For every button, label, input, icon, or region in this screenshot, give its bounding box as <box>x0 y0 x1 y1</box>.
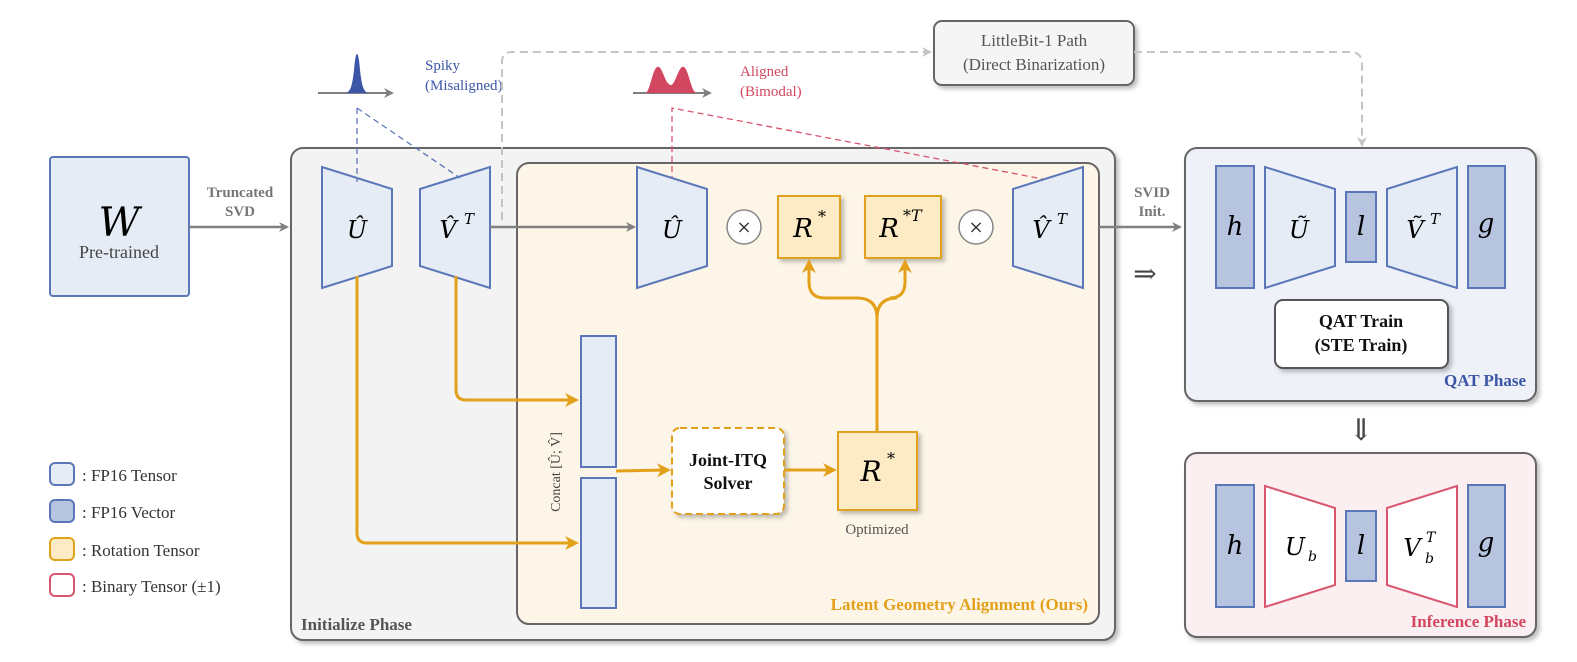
multiply-operator-2: × <box>958 209 994 245</box>
init-v-hat-label: V̂ <box>439 216 459 244</box>
qat-v-tilde-sup: T <box>1430 210 1441 228</box>
spiky-label-line2: (Misaligned) <box>425 78 502 94</box>
solver-line2: Solver <box>704 473 753 493</box>
qat-h-vector: h <box>1215 165 1255 289</box>
joint-itq-solver-box: Joint-ITQ Solver <box>671 427 785 515</box>
latent-v-hat-tensor: V̂ T <box>1012 165 1084 290</box>
littlebit-path-arrow-in <box>501 47 932 220</box>
inference-v-label: V <box>1403 534 1423 562</box>
r-star-symbol: R <box>792 214 813 244</box>
legend-label-fp16-tensor: : FP16 Tensor <box>82 466 177 485</box>
latent-u-hat-tensor: Û <box>636 165 708 290</box>
inference-h-label: h <box>1227 531 1244 561</box>
qat-phase-label: QAT Phase <box>1444 371 1526 390</box>
init-u-hat-label: Û <box>347 215 368 244</box>
qat-h-label: h <box>1227 212 1244 242</box>
littlebit-path-line2: (Direct Binarization) <box>963 55 1105 74</box>
optimized-r-star-symbol: R <box>859 455 881 488</box>
qat-g-vector: g <box>1467 165 1506 289</box>
optimized-label: Optimized <box>845 522 909 538</box>
implies-symbol: ⇒ <box>1133 257 1156 290</box>
optimized-r-star-sup: * <box>887 449 895 468</box>
inference-g-label: g <box>1478 528 1495 558</box>
qat-u-tilde-tensor: Ũ <box>1264 165 1336 290</box>
concat-top-block <box>580 335 617 468</box>
qat-train-line1: QAT Train <box>1319 311 1403 331</box>
truncated-svd-line2: SVD <box>225 204 255 220</box>
pretrained-symbol: W <box>98 200 142 246</box>
v-to-concat-arrow <box>454 276 579 407</box>
r-star-transpose-rotation: R *T <box>864 195 942 259</box>
init-u-hat-tensor: Û <box>321 165 393 290</box>
latent-u-hat-label: Û <box>662 215 683 244</box>
init-v-hat-tensor: V̂ T <box>419 165 491 290</box>
inference-v-sub: b <box>1425 551 1434 567</box>
inference-l-label: l <box>1357 531 1365 561</box>
inference-u-binary-tensor: U b <box>1264 484 1336 609</box>
concat-label: Concat [Û; V̂] <box>547 432 564 512</box>
inference-v-binary-tensor: V T b <box>1386 484 1458 609</box>
legend-item-fp16-tensor: : FP16 Tensor <box>49 462 177 486</box>
aligned-links <box>671 107 1049 182</box>
concat-to-solver-arrow <box>615 463 671 478</box>
optimized-to-r-star-arrow <box>802 259 879 432</box>
qat-v-tilde-tensor: Ṽ T <box>1386 165 1458 290</box>
legend-item-binary-tensor: : Binary Tensor (±1) <box>49 573 221 597</box>
optimized-to-r-star-t-arrow <box>875 259 912 319</box>
qat-u-tilde-label: Ũ <box>1289 214 1310 244</box>
latent-alignment-label: Latent Geometry Alignment (Ours) <box>831 595 1088 614</box>
qat-l-label: l <box>1357 212 1365 242</box>
spiky-distribution-plot <box>318 54 394 98</box>
init-v-hat-sup: T <box>464 210 475 228</box>
multiply-operator-1: × <box>726 209 762 245</box>
concat-bottom-block <box>580 477 617 609</box>
qat-g-label: g <box>1478 209 1495 239</box>
solver-line1: Joint-ITQ <box>689 450 767 470</box>
pretrained-weight-block: W Pre-trained <box>49 156 190 297</box>
optimized-r-star: R * <box>837 431 918 511</box>
svid-init-line1: SVID <box>1134 185 1170 201</box>
littlebit-path-box: LittleBit-1 Path (Direct Binarization) <box>933 20 1135 86</box>
r-star-t-symbol: R <box>878 214 899 244</box>
aligned-label-line1: Aligned <box>740 64 789 80</box>
pretrained-label: Pre-trained <box>79 242 159 262</box>
legend-item-fp16-vector: : FP16 Vector <box>49 499 176 523</box>
spiky-label-line1: Spiky <box>425 58 461 74</box>
inference-v-sup: T <box>1426 530 1437 546</box>
r-star-t-sup: *T <box>903 206 923 225</box>
inference-g-vector: g <box>1467 484 1506 608</box>
legend: : FP16 Tensor : FP16 Vector : Rotation T… <box>49 462 221 597</box>
initialize-phase-label: Initialize Phase <box>301 615 412 634</box>
multiply-symbol-2: × <box>968 217 983 238</box>
legend-label-binary-tensor: : Binary Tensor (±1) <box>82 577 221 596</box>
qat-l-vector: l <box>1345 191 1377 263</box>
inference-u-sub: b <box>1308 549 1317 565</box>
spiky-link-v <box>356 107 461 179</box>
qat-v-tilde-label: Ṽ <box>1406 215 1426 244</box>
littlebit-path-arrow-out <box>1134 51 1367 147</box>
aligned-label-line2: (Bimodal) <box>740 84 802 100</box>
inference-h-vector: h <box>1215 484 1255 608</box>
svid-init-line2: Init. <box>1138 204 1165 220</box>
aligned-distribution-plot <box>633 66 712 98</box>
u-to-concat-arrow <box>355 276 579 550</box>
latent-v-hat-sup: T <box>1057 210 1068 228</box>
legend-item-rotation-tensor: : Rotation Tensor <box>49 537 200 561</box>
qat-train-line2: (STE Train) <box>1315 335 1408 356</box>
truncated-svd-line1: Truncated <box>207 185 274 201</box>
r-star-sup: * <box>818 207 826 226</box>
inference-u-label: U <box>1285 533 1306 561</box>
latent-v-hat-label: V̂ <box>1032 216 1052 244</box>
r-star-rotation: R * <box>777 195 841 259</box>
down-implies-symbol: ⇓ <box>1348 413 1373 448</box>
inference-phase-label: Inference Phase <box>1411 612 1527 631</box>
qat-train-box: QAT Train (STE Train) <box>1274 299 1449 369</box>
inference-l-vector: l <box>1345 510 1377 582</box>
legend-label-rotation-tensor: : Rotation Tensor <box>82 541 200 560</box>
multiply-symbol-1: × <box>736 217 751 238</box>
littlebit-path-line1: LittleBit-1 Path <box>981 31 1088 50</box>
legend-label-fp16-vector: : FP16 Vector <box>82 503 176 522</box>
